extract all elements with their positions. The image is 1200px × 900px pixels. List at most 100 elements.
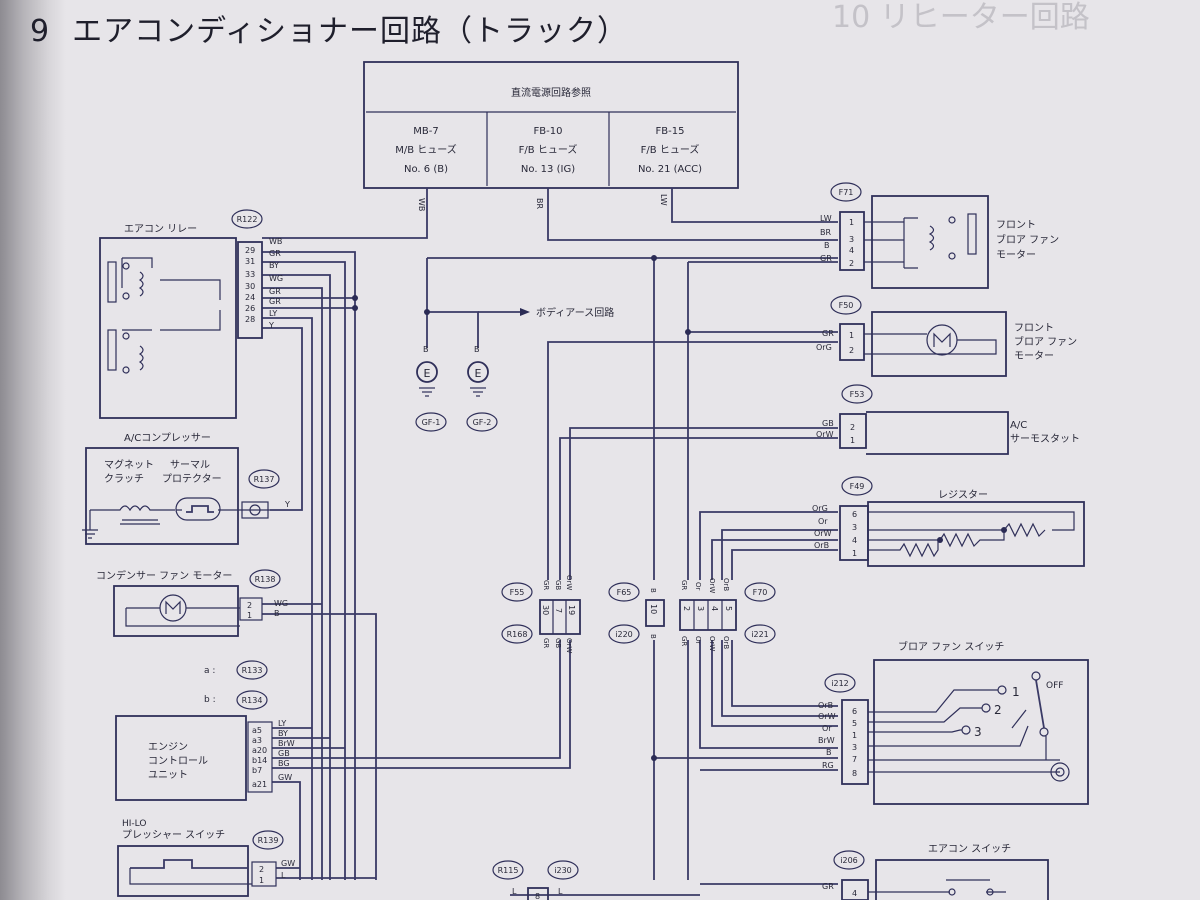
relay-pin: 29 (245, 246, 255, 255)
condenser-wire: WG (274, 599, 288, 608)
ref-a: R133 (242, 666, 263, 675)
f49-wire: OrW (814, 529, 832, 538)
engine-control-unit: エンジン コントロール ユニット a5 a3 a20 b14 b7 a21 LY… (115, 715, 295, 801)
r115-ref: R115 (498, 866, 519, 875)
ac-thermostat: F53 2 1 GB OrW A/C サーモスタット (816, 384, 1080, 455)
r115-pin: 8 (535, 892, 540, 900)
ecu-pin: a3 (252, 736, 262, 745)
relay-pin: 31 (245, 257, 255, 266)
power-box-header: 直流電源回路参照 (511, 86, 591, 99)
f70-bottom-wire: OrW (708, 636, 716, 651)
f65-bottom-wire: B (649, 634, 657, 639)
compressor-wire: Y (284, 500, 290, 509)
f71-wire: LW (820, 214, 832, 223)
compressor-title: A/Cコンプレッサー (124, 432, 211, 444)
condenser-pin: 2 (247, 601, 252, 610)
r115-wire-left: L (512, 887, 517, 896)
f70-pin: 4 (710, 606, 719, 611)
ecu-label-1: エンジン (148, 742, 188, 753)
pressure-switch: HI-LO プレッシャー スイッチ R139 2 1 GW L (117, 819, 295, 897)
body-earth-label: ボディアース回路 (536, 306, 614, 319)
i212-ref: i212 (831, 679, 849, 688)
f70-top-wire: OrB (722, 578, 730, 591)
f71-wire: BR (820, 228, 831, 237)
earth-1-wire: B (423, 345, 429, 354)
i212-wire: BrW (818, 736, 835, 745)
f53-wire: GB (822, 419, 834, 428)
f50-name-3: モーター (1014, 350, 1054, 362)
earth-2-wire: B (474, 345, 480, 354)
f50-wire: OrG (816, 343, 832, 352)
f49-pin: 4 (852, 536, 857, 545)
ecu-wire: GW (278, 773, 292, 782)
resistor-name: レジスター (938, 489, 988, 501)
ac-switch: エアコン スイッチ i206 4 GR (822, 843, 1049, 900)
f49-ref: F49 (850, 482, 865, 491)
relay-wire: WG (269, 274, 283, 283)
f50-pin: 2 (849, 346, 854, 355)
f70-top-wire: OrW (708, 578, 716, 593)
f55-pin: 30 (541, 605, 550, 615)
switch-pos-3: 3 (974, 725, 982, 739)
f55-pin: 19 (567, 605, 576, 615)
earth-gf2: B E GF-2 (466, 345, 498, 432)
f71-ref: F71 (839, 188, 854, 197)
ac-switch-title: エアコン スイッチ (928, 843, 1011, 855)
switch-off: OFF (1046, 681, 1063, 691)
pressure-ref: R139 (258, 836, 279, 845)
power-box: 直流電源回路参照 MB-7 M/B ヒューズ No. 6 (B) FB-10 F… (363, 61, 739, 189)
pressure-label-2: プレッシャー スイッチ (122, 829, 225, 841)
ecu-wire: BG (278, 759, 290, 768)
relay-wire: BY (269, 261, 279, 270)
condenser-wire: B (274, 609, 280, 618)
relay-pin: 33 (245, 270, 255, 279)
switch-pos-2: 2 (994, 703, 1002, 717)
front-blower-motor-f71: F71 1 3 4 2 LW BR B GR フロント ブロア ファン モーター (820, 182, 1059, 289)
f71-pin: 2 (849, 259, 854, 268)
thermostat-name-1: A/C (1010, 420, 1027, 431)
relay-wire: GR (269, 287, 281, 296)
ecu-wire: LY (278, 719, 286, 728)
f49-pin: 3 (852, 523, 857, 532)
relay-ref: R122 (237, 215, 258, 224)
condenser-ref: R138 (255, 575, 276, 584)
i230-ref: i230 (554, 866, 572, 875)
pressure-wire: L (281, 871, 286, 880)
f55-bottom-wire: GB (554, 638, 562, 648)
f65-top-wire: B (649, 588, 657, 593)
f70-pin: 3 (696, 606, 705, 611)
i206-ref: i206 (840, 856, 858, 865)
title-text: エアコンディショナー回路（トラック） (72, 14, 628, 49)
ecu-wire: BY (278, 729, 288, 738)
f50-ref: F50 (839, 301, 854, 310)
f70-bottom-wire: Or (694, 636, 702, 645)
clutch-label-2: クラッチ (104, 473, 144, 485)
f70-bottom-wire: GR (680, 636, 688, 646)
thermostat-name-2: サーモスタット (1010, 433, 1080, 445)
i212-wire: RG (822, 761, 834, 770)
i212-pin: 5 (852, 719, 857, 728)
relay-pin: 26 (245, 304, 255, 313)
fuse-2-line3: No. 13 (IG) (521, 164, 575, 175)
fuse-2-line2: F/B ヒューズ (519, 143, 578, 156)
f71-wire: B (824, 241, 830, 250)
f71-wire: GR (820, 254, 832, 263)
f50-name-2: ブロア ファン (1014, 335, 1077, 348)
pressure-pin: 2 (259, 865, 264, 874)
blower-switch-title: ブロア ファン スイッチ (898, 640, 1004, 653)
ecu-wire: GB (278, 749, 290, 758)
pressure-pin: 1 (259, 876, 264, 885)
f49-pin: 1 (852, 549, 857, 558)
f71-name-1: フロント (996, 220, 1036, 231)
f65-ref: F65 (617, 588, 632, 597)
ecu-label-2: コントロール (148, 756, 208, 767)
ecu-wire: BrW (278, 739, 295, 748)
power-wire-wb: WB (417, 198, 426, 211)
relay-wire: WB (269, 237, 282, 246)
f55-top-wire: GB (554, 580, 562, 590)
resistor: F49 レジスター 6 3 4 1 OrG Or OrW OrB (812, 476, 1085, 567)
f49-wire: OrG (812, 504, 828, 513)
protector-label-2: プロテクター (162, 473, 222, 485)
